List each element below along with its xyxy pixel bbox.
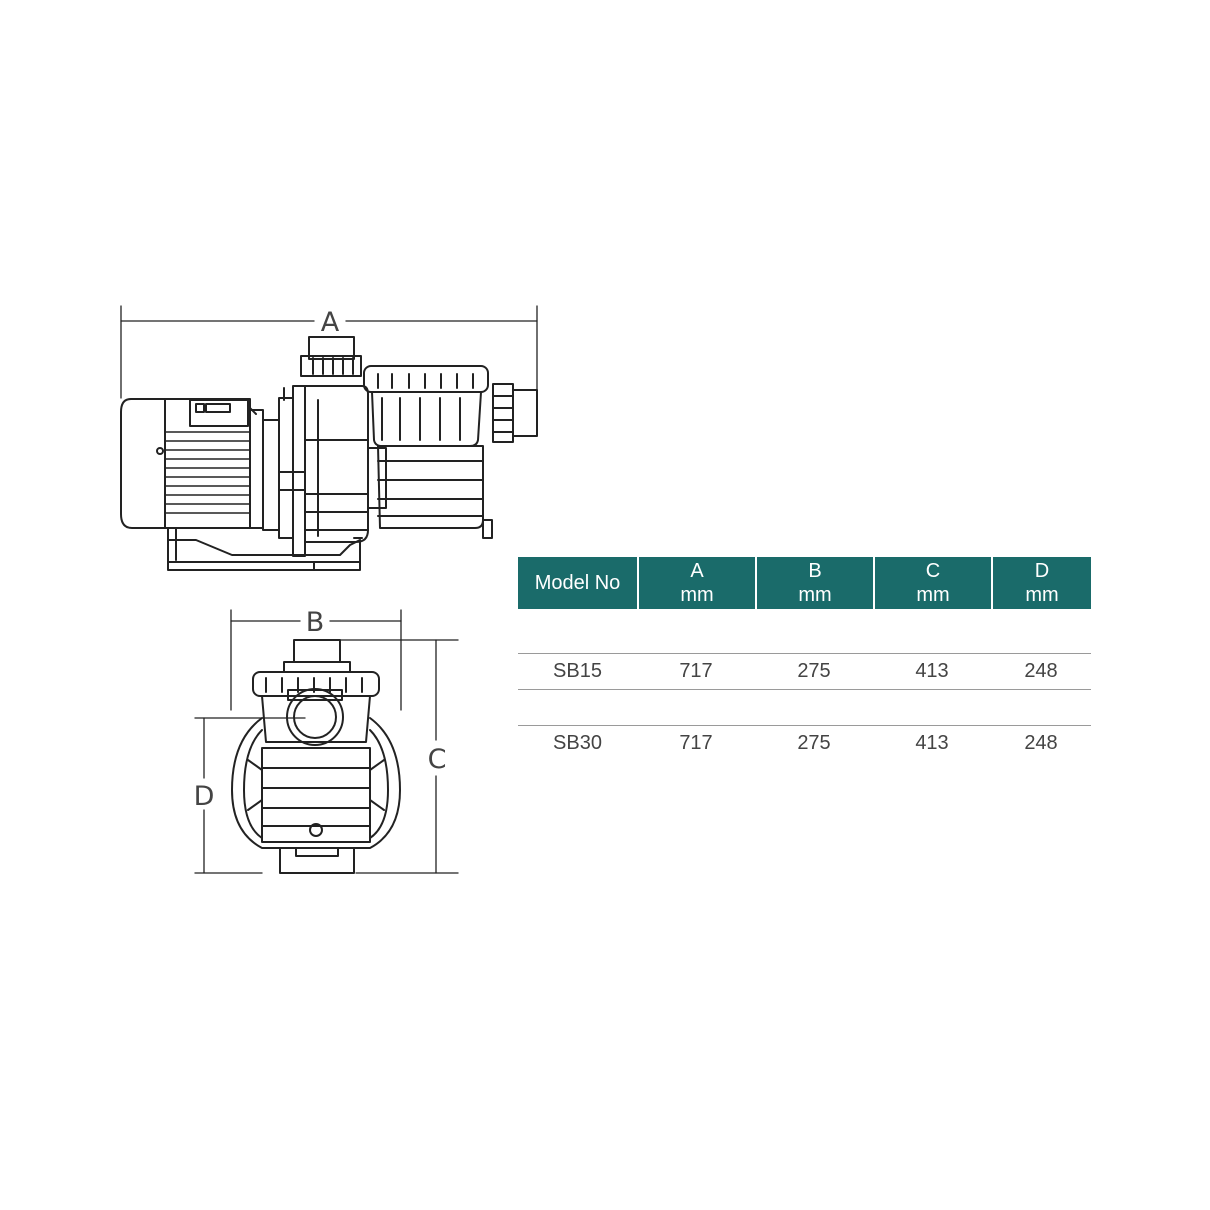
- discharge-union: [308, 336, 355, 360]
- header-model-no: Model No: [518, 557, 637, 609]
- front-strainer-lid: [252, 671, 380, 697]
- cell-c: 413: [873, 654, 991, 690]
- dimension-b-line: [230, 609, 402, 711]
- motor-body: [164, 398, 251, 529]
- dimension-c-label: C: [428, 744, 447, 775]
- inlet-port: [286, 688, 344, 746]
- cell-a: 717: [637, 654, 755, 690]
- cell-d: 248: [991, 654, 1091, 690]
- inlet-union: [492, 383, 514, 443]
- drain-plug: [482, 519, 493, 539]
- cell-c: 413: [915, 732, 949, 754]
- front-strainer-body: [261, 747, 371, 843]
- front-housing-frame: [231, 717, 401, 849]
- dimension-b-label: B: [306, 607, 325, 638]
- cell-b: 275: [755, 654, 873, 690]
- cell-model: SB30: [553, 732, 602, 754]
- pump-base: [167, 527, 361, 571]
- cell-model: SB15: [518, 654, 637, 690]
- dimension-a-label: A: [321, 307, 340, 338]
- table-spacer-row: [518, 609, 1091, 654]
- strainer-basket: [371, 391, 482, 447]
- table-spacer-row: [518, 690, 1091, 726]
- pump-side-view: [120, 305, 538, 571]
- cell-b: 275: [797, 732, 831, 754]
- dimension-c-line: [339, 639, 459, 874]
- cell-d: 248: [1024, 732, 1058, 754]
- table-row: SB15 717 275 413 248: [518, 654, 1091, 690]
- motor-end-cap: [120, 398, 166, 529]
- table-row: SB30 717 275 413 248: [518, 726, 1091, 761]
- pump-front-view: [194, 609, 459, 874]
- terminal-box: [189, 399, 249, 427]
- cell-a: 717: [679, 732, 713, 754]
- dimension-a-line: [120, 305, 538, 399]
- dimension-d-label: D: [194, 781, 215, 812]
